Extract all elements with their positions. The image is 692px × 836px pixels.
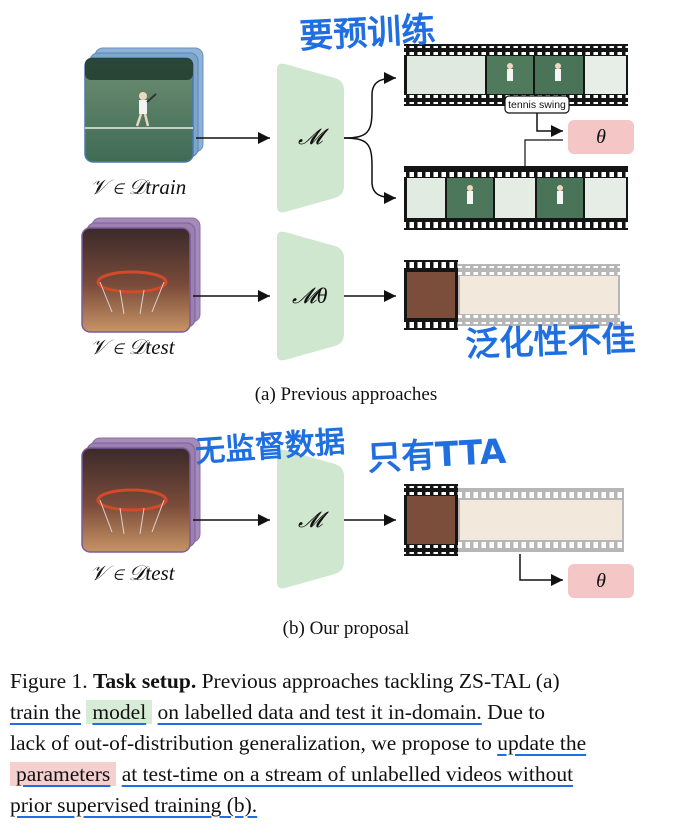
caption-underline-train: train the: [10, 700, 82, 724]
panel-b-caption: (b) Our proposal: [283, 618, 410, 639]
arrow-film-to-theta-b: [519, 554, 563, 586]
arrow-to-film-bottom: [343, 137, 397, 204]
train-input-label: 𝒱 ∈ 𝒟train: [90, 175, 186, 199]
arrow-tag-to-theta: [536, 113, 563, 137]
test-video-stack-b: [81, 437, 201, 553]
handwritten-note-generalization: 泛化性不佳: [465, 319, 636, 365]
caption-underline-labelled: on labelled data and test it in-domain.: [157, 700, 482, 724]
theta-label-b: θ: [596, 570, 606, 592]
test-input-label-a: 𝒱 ∈ 𝒟test: [90, 335, 176, 359]
film-strip-train-bottom: [404, 166, 628, 230]
caption-title: Task setup.: [93, 669, 197, 693]
caption-text-3: lack of out-of-distribution generalizati…: [10, 731, 492, 755]
film-strip-test-b: [404, 484, 624, 556]
panel-a-caption: (a) Previous approaches: [255, 384, 438, 405]
caption-line-1: Figure 1. Task setup. Previous approache…: [10, 666, 686, 697]
figure-caption: Figure 1. Task setup. Previous approache…: [10, 666, 686, 821]
train-video-stack: [84, 47, 204, 163]
theta-label-a: θ: [596, 126, 606, 148]
arrow-film-to-theta: [524, 139, 563, 166]
handwritten-note-pretrain: 要预训练: [298, 10, 436, 57]
test-video-stack-a: [81, 217, 201, 333]
caption-underline-update: update the: [497, 731, 587, 755]
caption-line-4: parameters at test-time on a stream of u…: [10, 759, 686, 790]
model-block-theta: [277, 231, 344, 361]
theta-box-b: [568, 564, 634, 598]
arrow-to-film-top: [343, 72, 397, 139]
caption-text-2: Due to: [487, 700, 546, 724]
caption-line-3: lack of out-of-distribution generalizati…: [10, 728, 686, 759]
caption-highlight-parameters: parameters: [10, 762, 117, 786]
caption-figure-number: Figure 1.: [10, 669, 88, 693]
caption-highlight-model: model: [86, 700, 153, 724]
class-tag-label: tennis swing: [508, 99, 566, 111]
model-block-b: [277, 449, 344, 589]
test-input-label-b: 𝒱 ∈ 𝒟test: [90, 561, 176, 585]
caption-underline-prior: prior supervised training (b).: [10, 793, 258, 817]
caption-line-2: train the model on labelled data and tes…: [10, 697, 686, 728]
theta-box-a: [568, 120, 634, 154]
caption-underline-stream: at test-time on a stream of unlabelled v…: [121, 762, 574, 786]
caption-text-1: Previous approaches tackling ZS-TAL (a): [201, 669, 560, 693]
model-theta-label: 𝓜θ: [292, 283, 328, 308]
handwritten-note-tta: 只有TTA: [366, 432, 507, 479]
caption-line-5: prior supervised training (b).: [10, 790, 686, 821]
film-strip-train-top: [404, 44, 628, 106]
film-strip-test-a: [404, 260, 620, 330]
model-block-train: [277, 63, 344, 213]
